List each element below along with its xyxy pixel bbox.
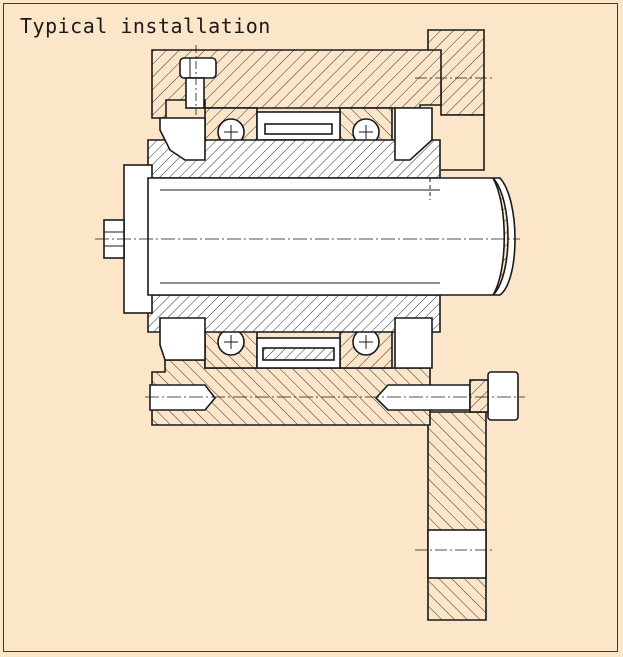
top-screw	[179, 57, 217, 79]
seal-right-top	[394, 107, 433, 161]
torque-arm-slot	[427, 529, 487, 579]
mounting-plate-middle	[441, 114, 485, 171]
shaft	[147, 177, 516, 296]
set-screw-right	[374, 384, 471, 411]
hex-nut	[487, 371, 519, 421]
figure-title: Typical installation	[20, 14, 271, 38]
seal-left-top	[159, 117, 206, 161]
seal-left-bottom	[159, 317, 206, 361]
torque-arm	[427, 411, 487, 621]
seal-right-bottom	[394, 317, 433, 369]
drawing-frame	[3, 3, 618, 652]
set-screw-left	[149, 384, 217, 411]
shaft-end-section	[492, 177, 509, 296]
